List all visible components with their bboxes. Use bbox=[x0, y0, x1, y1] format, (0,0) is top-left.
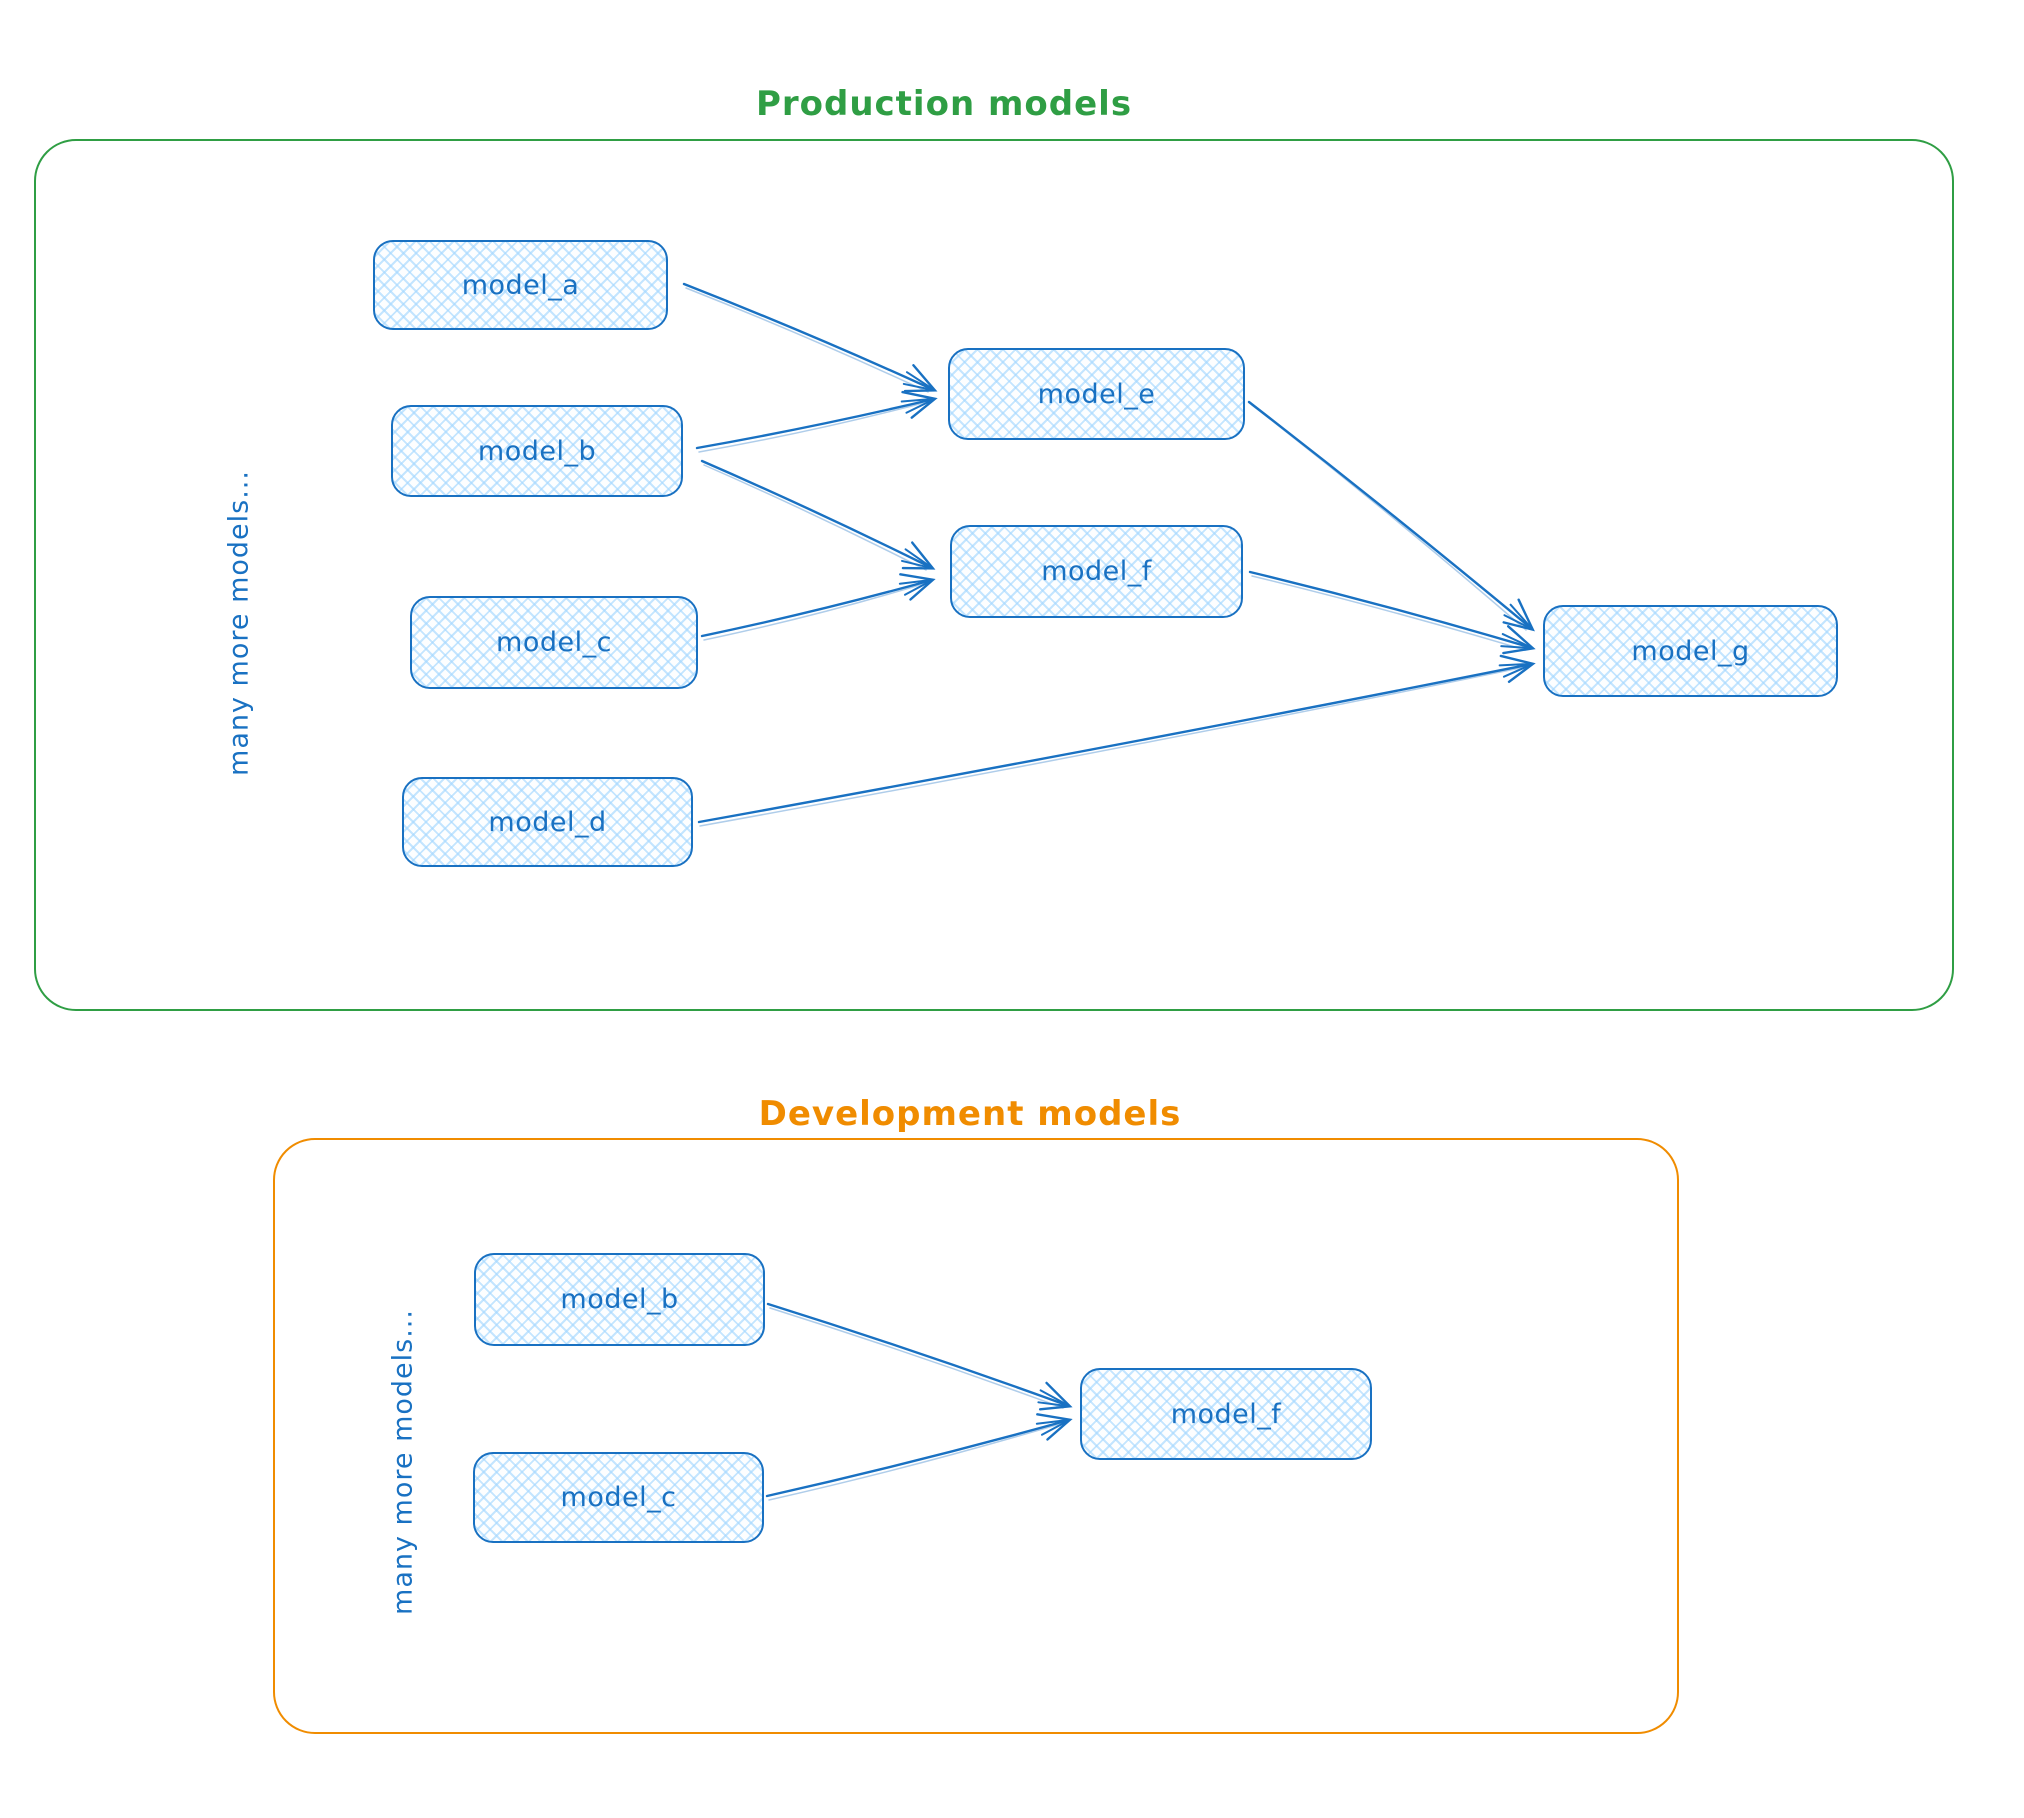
node-production-model-f[interactable]: model_f bbox=[950, 525, 1243, 618]
node-production-model-a[interactable]: model_a bbox=[373, 240, 668, 330]
development-section-title: Development models bbox=[758, 1094, 1182, 1134]
development-side-label: many more models... bbox=[387, 1309, 419, 1615]
node-production-model-c[interactable]: model_c bbox=[410, 596, 698, 689]
node-development-model-c[interactable]: model_c bbox=[473, 1452, 764, 1543]
production-section-title: Production models bbox=[755, 84, 1133, 124]
development-frame bbox=[273, 1138, 1679, 1734]
node-development-model-f[interactable]: model_f bbox=[1080, 1368, 1372, 1460]
production-frame bbox=[34, 139, 1954, 1011]
production-side-label: many more models... bbox=[223, 470, 255, 776]
node-production-model-g[interactable]: model_g bbox=[1543, 605, 1838, 697]
node-production-model-d[interactable]: model_d bbox=[402, 777, 693, 867]
node-development-model-b[interactable]: model_b bbox=[474, 1253, 765, 1346]
node-production-model-b[interactable]: model_b bbox=[391, 405, 683, 497]
node-production-model-e[interactable]: model_e bbox=[948, 348, 1245, 440]
